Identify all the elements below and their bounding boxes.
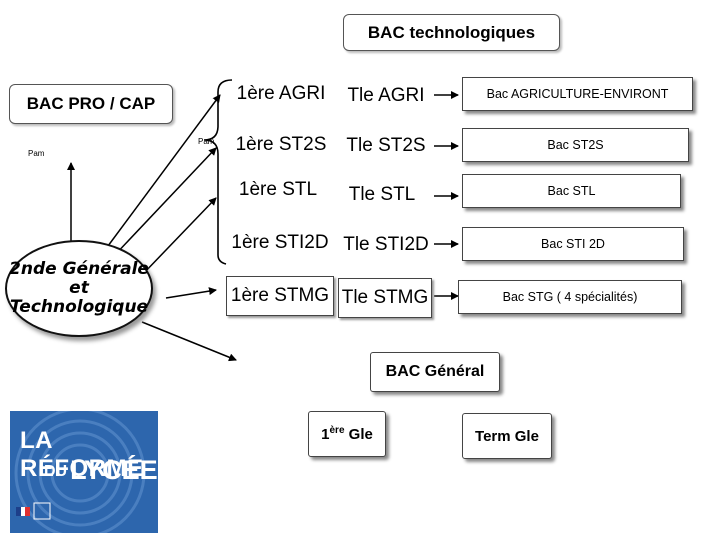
seconde-line1: 2nde Générale [9,259,149,279]
bac-stl-box: Bac STL [462,174,681,208]
bac-agri-label: Bac AGRICULTURE-ENVIRONT [486,87,669,101]
seconde-line3: Technologique [9,297,149,317]
arrow-to-1ere-st2s [111,147,217,259]
bac-stl-label: Bac STL [547,184,596,198]
terminale-stmg-label: Tle STMG [341,287,429,308]
bac-sti2d-label: Bac STI 2D [541,237,605,251]
terminale-agri-label: Tle AGRI [347,85,425,106]
premiere-generale-box: 1ère Gle [308,411,386,457]
pam-label-left: Pam [28,149,45,158]
arrow-to-1ere-stmg [165,287,217,299]
terminale-generale-box: Term Gle [462,413,552,459]
logo-waves-icon [14,411,146,533]
premiere-st2s-label: 1ère ST2S [235,134,327,155]
pam-label-right: Pam [198,137,215,146]
premiere-st2s: 1ère ST2S [228,125,334,165]
terminale-st2s: Tle ST2S [340,127,432,165]
bac-pro-cap-label: BAC PRO / CAP [26,94,156,113]
bac-general-box: BAC Général [370,352,500,392]
premiere-generale-label: 1ère Gle [321,425,373,443]
premiere-generale-prefix: 1 [321,426,330,443]
premiere-stl: 1ère STL [228,170,328,210]
premiere-stl-label: 1ère STL [238,179,318,200]
bac-agri-box: Bac AGRICULTURE-ENVIRONT [462,77,693,111]
seconde-generale-ellipse: 2nde Générale et Technologique [5,240,153,337]
seconde-line2: et [69,278,89,298]
premiere-generale-suffix: Gle [344,426,373,443]
arrow-to-1ere-stl [141,197,217,276]
terminale-stl-label: Tle STL [348,184,416,205]
arrow-to-1ere-agri [104,94,221,251]
logo-line2-small: DU [44,462,68,480]
bac-st2s-box: Bac ST2S [462,128,689,162]
bac-sti2d-box: Bac STI 2D [462,227,684,261]
arrow-to-bac-general [141,321,237,362]
premiere-stmg: 1ère STMG [226,276,334,316]
terminale-stmg: Tle STMG [338,278,432,318]
premiere-agri: 1ère AGRI [228,74,334,114]
terminale-stl: Tle STL [340,176,424,214]
terminale-sti2d: Tle STI2D [338,226,434,264]
premiere-stmg-label: 1ère STMG [230,285,330,306]
terminale-st2s-label: Tle ST2S [346,135,426,156]
premiere-generale-sup: ère [329,425,345,436]
premiere-sti2d: 1ère STI2D [226,223,334,263]
terminale-sti2d-label: Tle STI2D [343,234,429,255]
bac-general-label: BAC Général [385,363,485,380]
bac-stmg-label: Bac STG ( 4 spécialités) [502,290,638,304]
bac-technologiques-label: BAC technologiques [367,22,536,42]
premiere-sti2d-label: 1ère STI2D [231,232,329,253]
terminale-agri: Tle AGRI [340,77,432,115]
bac-technologiques-title: BAC technologiques [343,14,560,51]
logo-line1: LA RÉFORME [20,427,144,482]
terminale-generale-label: Term Gle [475,427,539,445]
bac-stmg-box: Bac STG ( 4 spécialités) [458,280,682,314]
premiere-agri-label: 1ère AGRI [236,83,326,104]
bac-pro-cap-box: BAC PRO / CAP [9,84,173,124]
bracket [203,79,233,265]
logo-line2-main: LYCÉE [70,455,158,485]
bac-st2s-label: Bac ST2S [547,138,604,152]
